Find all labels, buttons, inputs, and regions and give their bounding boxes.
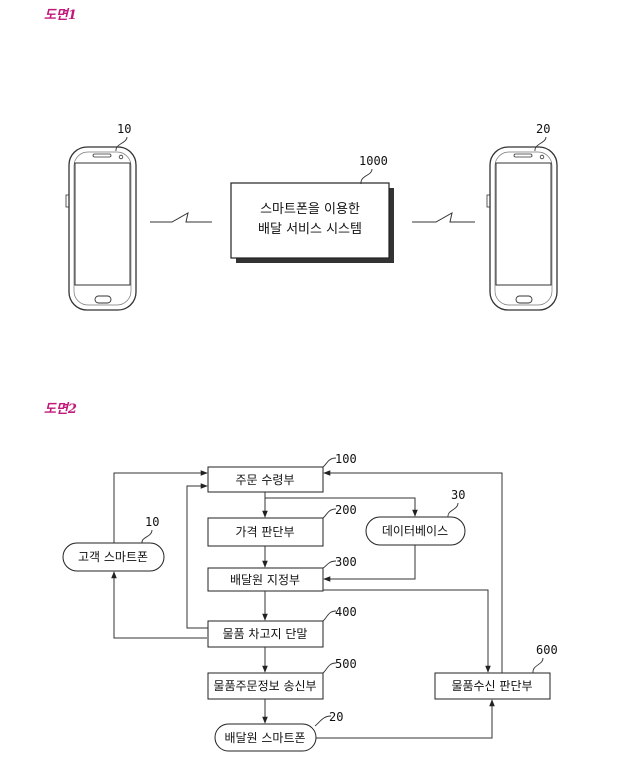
node-price-judge: 가격 판단부 xyxy=(208,518,323,546)
leader-30 xyxy=(448,503,458,517)
ref-20-fig1: 20 xyxy=(536,122,550,136)
system-label-line2: 배달 서비스 시스템 xyxy=(258,222,362,237)
ref-1000: 1000 xyxy=(359,154,388,168)
ref-200: 200 xyxy=(335,503,357,517)
arrow-400-to-100 xyxy=(187,486,208,628)
ref-10-fig2: 10 xyxy=(145,515,159,529)
node-database: 데이터베이스 xyxy=(366,517,465,545)
arrow-10-to-100 xyxy=(114,473,207,543)
node-receipt-judge-label: 물품수신 판단부 xyxy=(451,679,532,693)
smartphone-left-icon xyxy=(66,147,136,310)
node-database-label: 데이터베이스 xyxy=(382,524,448,538)
ref-100: 100 xyxy=(335,452,357,466)
node-deliverer-phone-label: 배달원 스마트폰 xyxy=(224,731,305,745)
ref-20-fig2: 20 xyxy=(329,710,343,724)
node-customer-phone-label: 고객 스마트폰 xyxy=(78,550,148,564)
system-label-line1: 스마트폰을 이용한 xyxy=(260,202,360,217)
node-vehicle-terminal: 물품 차고지 단말 xyxy=(208,621,323,647)
node-customer-phone: 고객 스마트폰 xyxy=(63,543,164,571)
node-price-judge-label: 가격 판단부 xyxy=(235,525,294,539)
node-deliverer-assign-label: 배달원 지정부 xyxy=(230,573,300,587)
wireless-link-right-icon xyxy=(412,213,475,222)
ref-400: 400 xyxy=(335,605,357,619)
node-vehicle-terminal-label: 물품 차고지 단말 xyxy=(223,627,308,641)
leader-600 xyxy=(533,658,543,673)
ref-10-fig1: 10 xyxy=(117,122,131,136)
node-deliverer-assign: 배달원 지정부 xyxy=(208,568,323,591)
node-order-info-sender-label: 물품주문정보 송신부 xyxy=(213,679,316,693)
wireless-link-left-icon xyxy=(150,213,212,222)
node-order-receiver: 주문 수령부 xyxy=(208,467,323,492)
figure2-title: 도면2 xyxy=(44,402,77,417)
figure1-title: 도면1 xyxy=(44,8,77,23)
ref-500: 500 xyxy=(335,657,357,671)
leader-10-fig2 xyxy=(142,530,152,543)
node-receipt-judge: 물품수신 판단부 xyxy=(435,673,550,699)
smartphone-right-icon xyxy=(487,147,557,310)
node-order-info-sender: 물품주문정보 송신부 xyxy=(208,673,323,699)
leader-1000 xyxy=(361,169,372,184)
ref-300: 300 xyxy=(335,555,357,569)
ref-30: 30 xyxy=(451,488,465,502)
system-box xyxy=(231,183,389,258)
ref-600: 600 xyxy=(536,643,558,657)
node-order-receiver-label: 주문 수령부 xyxy=(235,473,294,487)
node-deliverer-phone: 배달원 스마트폰 xyxy=(215,724,316,751)
